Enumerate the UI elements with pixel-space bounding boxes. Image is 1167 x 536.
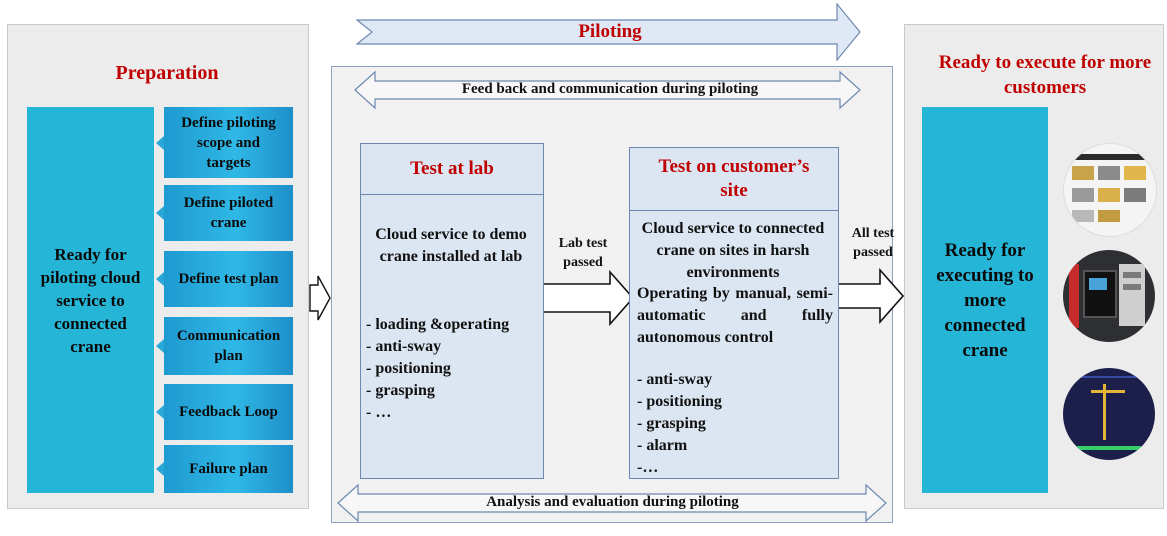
test-at-lab-header: Test at lab bbox=[361, 144, 543, 195]
lab-item: - loading &operating bbox=[366, 316, 510, 333]
lab-item: - … bbox=[366, 404, 392, 421]
site-item: -… bbox=[637, 459, 659, 476]
ready-for-piloting-box: Ready for piloting cloud service to conn… bbox=[27, 107, 154, 493]
prep-step-label: Failure plan bbox=[189, 461, 268, 477]
site-item: - positioning bbox=[637, 393, 722, 410]
crane-monitoring-image bbox=[1063, 368, 1155, 460]
test-on-site-box: Test on customer’s site bbox=[629, 147, 839, 479]
lab-item: - grasping bbox=[366, 382, 435, 399]
prep-step-feedback: Feedback Loop bbox=[156, 384, 293, 440]
prep-step-crane: Define piloted crane bbox=[156, 185, 293, 241]
feedback-label: Feed back and communication during pilot… bbox=[461, 81, 759, 97]
lab-item: - positioning bbox=[366, 360, 451, 377]
prep-step-communication: Communication plan bbox=[156, 317, 293, 375]
preparation-title: Preparation bbox=[115, 62, 219, 84]
lab-items-list: - loading &operating - anti-sway - posit… bbox=[366, 314, 540, 424]
piloting-title: Piloting bbox=[578, 21, 642, 42]
site-description: Cloud service to connected crane on site… bbox=[641, 220, 825, 281]
site-item: - anti-sway bbox=[637, 371, 713, 388]
test-at-lab-title: Test at lab bbox=[410, 158, 494, 179]
site-to-execute-arrow bbox=[837, 267, 905, 325]
crane-controller-image bbox=[1063, 250, 1155, 342]
lab-item: - anti-sway bbox=[366, 338, 442, 355]
piloting-arrow bbox=[355, 2, 861, 62]
lab-arrow-label: Lab test passed bbox=[558, 236, 608, 270]
analysis-double-arrow bbox=[337, 483, 887, 523]
test-at-lab-box: Test at lab bbox=[360, 143, 544, 479]
ready-for-executing-box: Ready for executing to more connected cr… bbox=[922, 107, 1048, 493]
test-on-site-title: Test on customer’s site bbox=[658, 156, 810, 201]
prep-step-label: Feedback Loop bbox=[179, 404, 278, 420]
ready-for-piloting-text: Ready for piloting cloud service to conn… bbox=[40, 244, 141, 356]
prep-to-piloting-arrow bbox=[309, 275, 331, 321]
site-item: - alarm bbox=[637, 437, 688, 454]
lab-to-site-arrow bbox=[542, 269, 635, 327]
prep-step-label: Define piloted crane bbox=[183, 195, 274, 231]
site-control-text: Operating by manual, semi-automatic and … bbox=[637, 285, 833, 346]
ready-for-executing-text: Ready for executing to more connected cr… bbox=[936, 239, 1034, 361]
crane-dashboard-image bbox=[1063, 143, 1157, 237]
execute-title: Ready to execute for more customers bbox=[938, 52, 1152, 98]
site-item: - grasping bbox=[637, 415, 706, 432]
prep-step-failure: Failure plan bbox=[156, 445, 293, 493]
test-on-site-header: Test on customer’s site bbox=[630, 148, 838, 211]
prep-step-scope: Define piloting scope and targets bbox=[156, 107, 293, 178]
site-items-list: - anti-sway - positioning - grasping - a… bbox=[637, 369, 833, 479]
prep-step-label: Define piloting scope and targets bbox=[181, 114, 276, 171]
feedback-double-arrow bbox=[354, 70, 861, 110]
prep-step-test-plan: Define test plan bbox=[156, 251, 293, 307]
lab-description: Cloud service to demo crane installed at… bbox=[375, 226, 527, 265]
analysis-label: Analysis and evaluation during piloting bbox=[486, 494, 739, 510]
site-arrow-label: All test passed bbox=[851, 226, 895, 260]
prep-step-label: Communication plan bbox=[176, 328, 281, 364]
prep-step-label: Define test plan bbox=[178, 271, 279, 287]
